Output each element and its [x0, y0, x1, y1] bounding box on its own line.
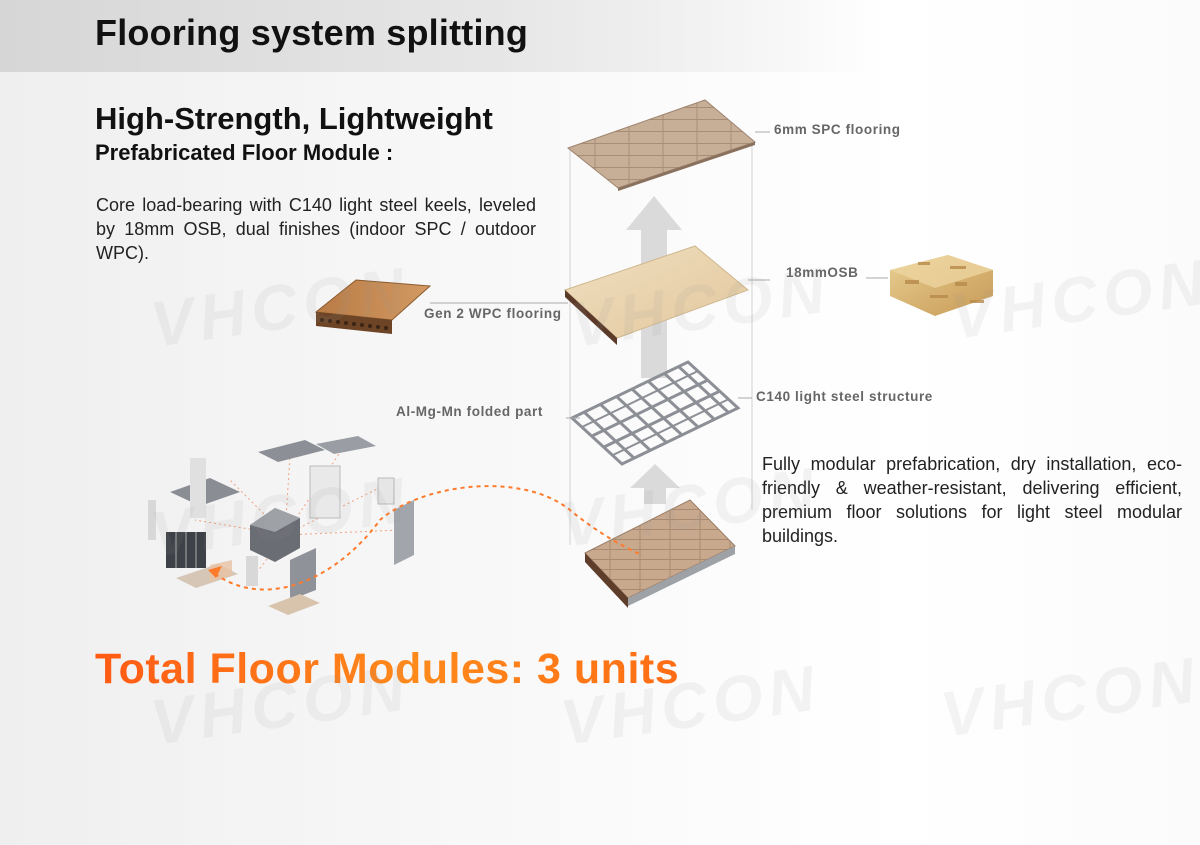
- assembled-floor-module: [584, 499, 736, 608]
- total-floor-modules: Total Floor Modules: 3 units: [95, 645, 680, 693]
- subheadline: Prefabricated Floor Module :: [95, 140, 394, 165]
- callout-spc-flooring: 6mm SPC flooring: [774, 122, 901, 137]
- core-description: Core load-bearing with C140 light steel …: [96, 195, 536, 263]
- callout-folded-part: Al-Mg-Mn folded part: [396, 404, 543, 419]
- steel-frame-layer: [569, 360, 741, 466]
- guide-lines: [569, 142, 753, 545]
- modular-building-exploded-view: [148, 436, 414, 615]
- wpc-sample-board: [314, 279, 432, 334]
- header-bar: [0, 0, 880, 72]
- spc-flooring-layer: [566, 99, 757, 191]
- benefits-description: Fully modular prefabrication, dry instal…: [762, 454, 1182, 546]
- osb-layer: [564, 245, 749, 345]
- module-connector-line: [214, 485, 643, 591]
- up-arrow-small: [630, 464, 680, 504]
- page-title: Flooring system splitting: [95, 12, 529, 53]
- callout-wpc-flooring: Gen 2 WPC flooring: [424, 306, 562, 321]
- osb-sample-block: [890, 255, 993, 316]
- callout-osb: 18mmOSB: [786, 265, 859, 280]
- headline: High-Strength, Lightweight: [95, 101, 493, 136]
- connector-arrow-head: [208, 566, 222, 578]
- callout-steel-structure: C140 light steel structure: [756, 389, 933, 404]
